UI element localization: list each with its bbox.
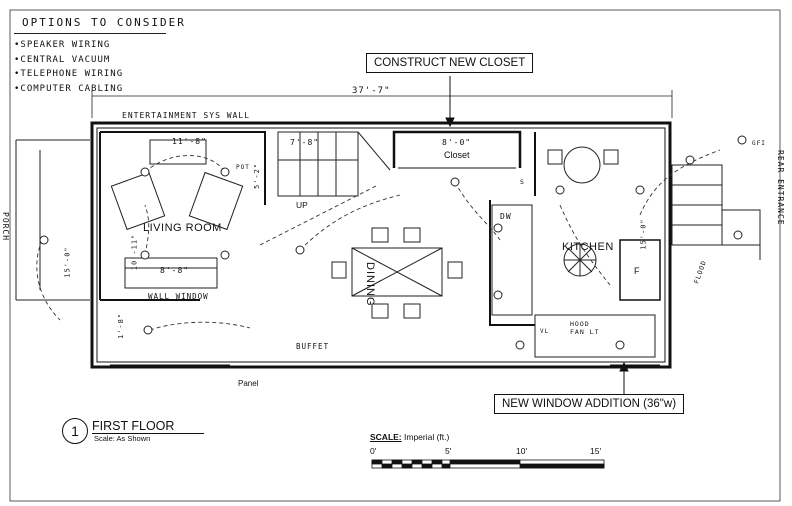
sofa-dimension: 8'-8" <box>160 266 190 275</box>
scale-tick: 0' <box>370 446 377 456</box>
vl-label: VL <box>540 328 550 335</box>
hood-fan-label: HOOD FAN LT <box>570 320 600 336</box>
window-addition-callout: NEW WINDOW ADDITION (36"w) <box>494 394 685 414</box>
closet-dimension: 8'-0" <box>442 138 472 147</box>
sheet-border <box>9 9 781 502</box>
graphic-scale <box>371 459 605 469</box>
switch-label: S <box>520 178 525 186</box>
options-underline <box>14 33 166 34</box>
exterior-walls <box>90 121 672 369</box>
living-room-walls <box>99 131 266 301</box>
drawing-scale-note: Scale: As Shown <box>94 434 151 443</box>
kitchen-label: KITCHEN <box>562 241 614 253</box>
option-item: TELEPHONE WIRING <box>14 67 123 82</box>
window-markers <box>110 361 660 366</box>
scale-tick: 15' <box>590 446 602 456</box>
drawing-number: 1 <box>62 418 88 444</box>
drawing-title: FIRST FLOOR <box>92 419 175 433</box>
kitchen-counters <box>491 204 656 358</box>
closet-label: Closet <box>444 150 470 160</box>
stair-up-label: UP <box>296 200 308 210</box>
dishwasher-label: DW <box>500 212 512 221</box>
living-room-label: LIVING ROOM <box>143 222 222 234</box>
scale-label-units: Imperial (ft.) <box>401 432 450 442</box>
stair-dimension: 7'-8" <box>290 138 320 147</box>
kitchen-walls <box>489 132 661 326</box>
front-stub-dimension: 1'-8" <box>117 312 126 340</box>
rear-entrance-label: REAR ENTRANCE <box>776 150 785 226</box>
pot-label: POT <box>236 164 250 171</box>
options-list: SPEAKER WIRING CENTRAL VACUUM TELEPHONE … <box>14 38 123 96</box>
gfi-label: GFI <box>752 140 766 147</box>
dining-set <box>331 227 463 319</box>
option-item: COMPUTER CABLING <box>14 82 123 97</box>
living-furniture <box>110 139 244 289</box>
buffet-label: BUFFET <box>296 342 330 351</box>
kitchen-depth-dimension: 15'-0" <box>639 218 648 250</box>
wiring-runs <box>36 149 721 331</box>
overall-dimension: 37'-7" <box>352 86 391 96</box>
stair <box>277 131 391 197</box>
option-item: CENTRAL VACUUM <box>14 53 123 68</box>
kitchen-table <box>547 146 619 277</box>
options-title: OPTIONS TO CONSIDER <box>22 16 186 29</box>
title-underline <box>92 433 204 434</box>
scale-tick: 5' <box>445 446 452 456</box>
wall-window-label: WALL WINDOW <box>148 292 209 301</box>
panel-label: Panel <box>238 379 259 388</box>
rear-stair <box>671 164 761 260</box>
porch-label: PORCH <box>1 212 10 242</box>
new-closet <box>392 130 522 169</box>
living-depth-dimension: 10'-11" <box>130 233 139 271</box>
option-item: SPEAKER WIRING <box>14 38 123 53</box>
light-fixtures <box>39 135 747 350</box>
scale-tick: 10' <box>516 446 528 456</box>
entertainment-wall-label: ENTERTAINMENT SYS WALL <box>122 111 250 120</box>
porch <box>15 139 90 301</box>
stair-rise-dimension: 5'-2" <box>253 162 262 190</box>
fridge-label: F <box>634 266 640 276</box>
dining-label: DINING <box>364 262 376 307</box>
scale-label: SCALE: Imperial (ft.) <box>370 432 449 442</box>
porch-depth-dimension: 15'-0" <box>63 246 72 278</box>
living-width-dimension: 11'-8" <box>172 137 207 146</box>
scale-label-bold: SCALE: <box>370 432 402 442</box>
construct-closet-callout: CONSTRUCT NEW CLOSET <box>366 53 534 73</box>
